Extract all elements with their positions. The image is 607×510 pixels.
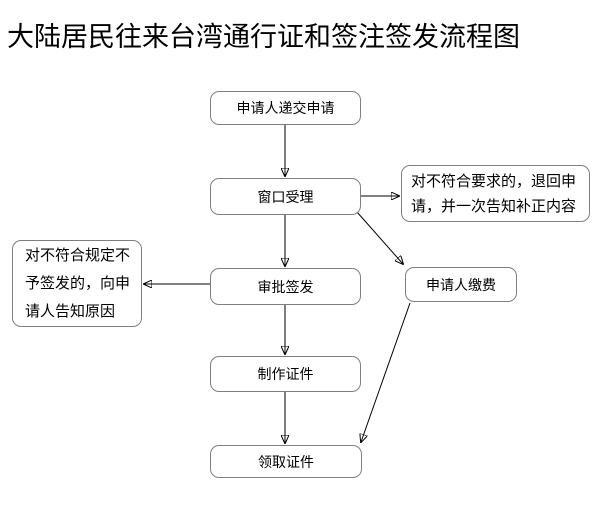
page-title: 大陆居民往来台湾通行证和签注签发流程图 <box>7 22 520 52</box>
node-deny-reason: 对不符合规定不 予签发的，向申 请人告知原因 <box>12 240 142 327</box>
edge-pay-to-receive <box>361 302 411 442</box>
node-approve-issue: 审批签发 <box>210 268 361 305</box>
node-receive-certificate-label: 领取证件 <box>258 453 314 470</box>
node-deny-reason-label: 对不符合规定不 予签发的，向申 请人告知原因 <box>25 246 131 320</box>
node-submit-application-label: 申请人递交申请 <box>236 100 335 116</box>
node-return-notice: 对不符合要求的，退回申 请，并一次告知补正内容 <box>401 165 590 222</box>
node-window-acceptance-label: 窗口受理 <box>257 188 314 205</box>
node-window-acceptance: 窗口受理 <box>210 178 361 215</box>
node-approve-issue-label: 审批签发 <box>257 278 314 295</box>
node-receive-certificate: 领取证件 <box>210 445 362 478</box>
edge-accept-to-pay <box>356 211 403 264</box>
node-pay-fee-label: 申请人缴费 <box>426 276 496 293</box>
node-make-certificate: 制作证件 <box>210 356 361 392</box>
node-submit-application: 申请人递交申请 <box>210 91 361 125</box>
node-make-certificate-label: 制作证件 <box>257 366 314 382</box>
node-pay-fee: 申请人缴费 <box>405 267 517 302</box>
node-return-notice-label: 对不符合要求的，退回申 请，并一次告知补正内容 <box>411 172 577 215</box>
